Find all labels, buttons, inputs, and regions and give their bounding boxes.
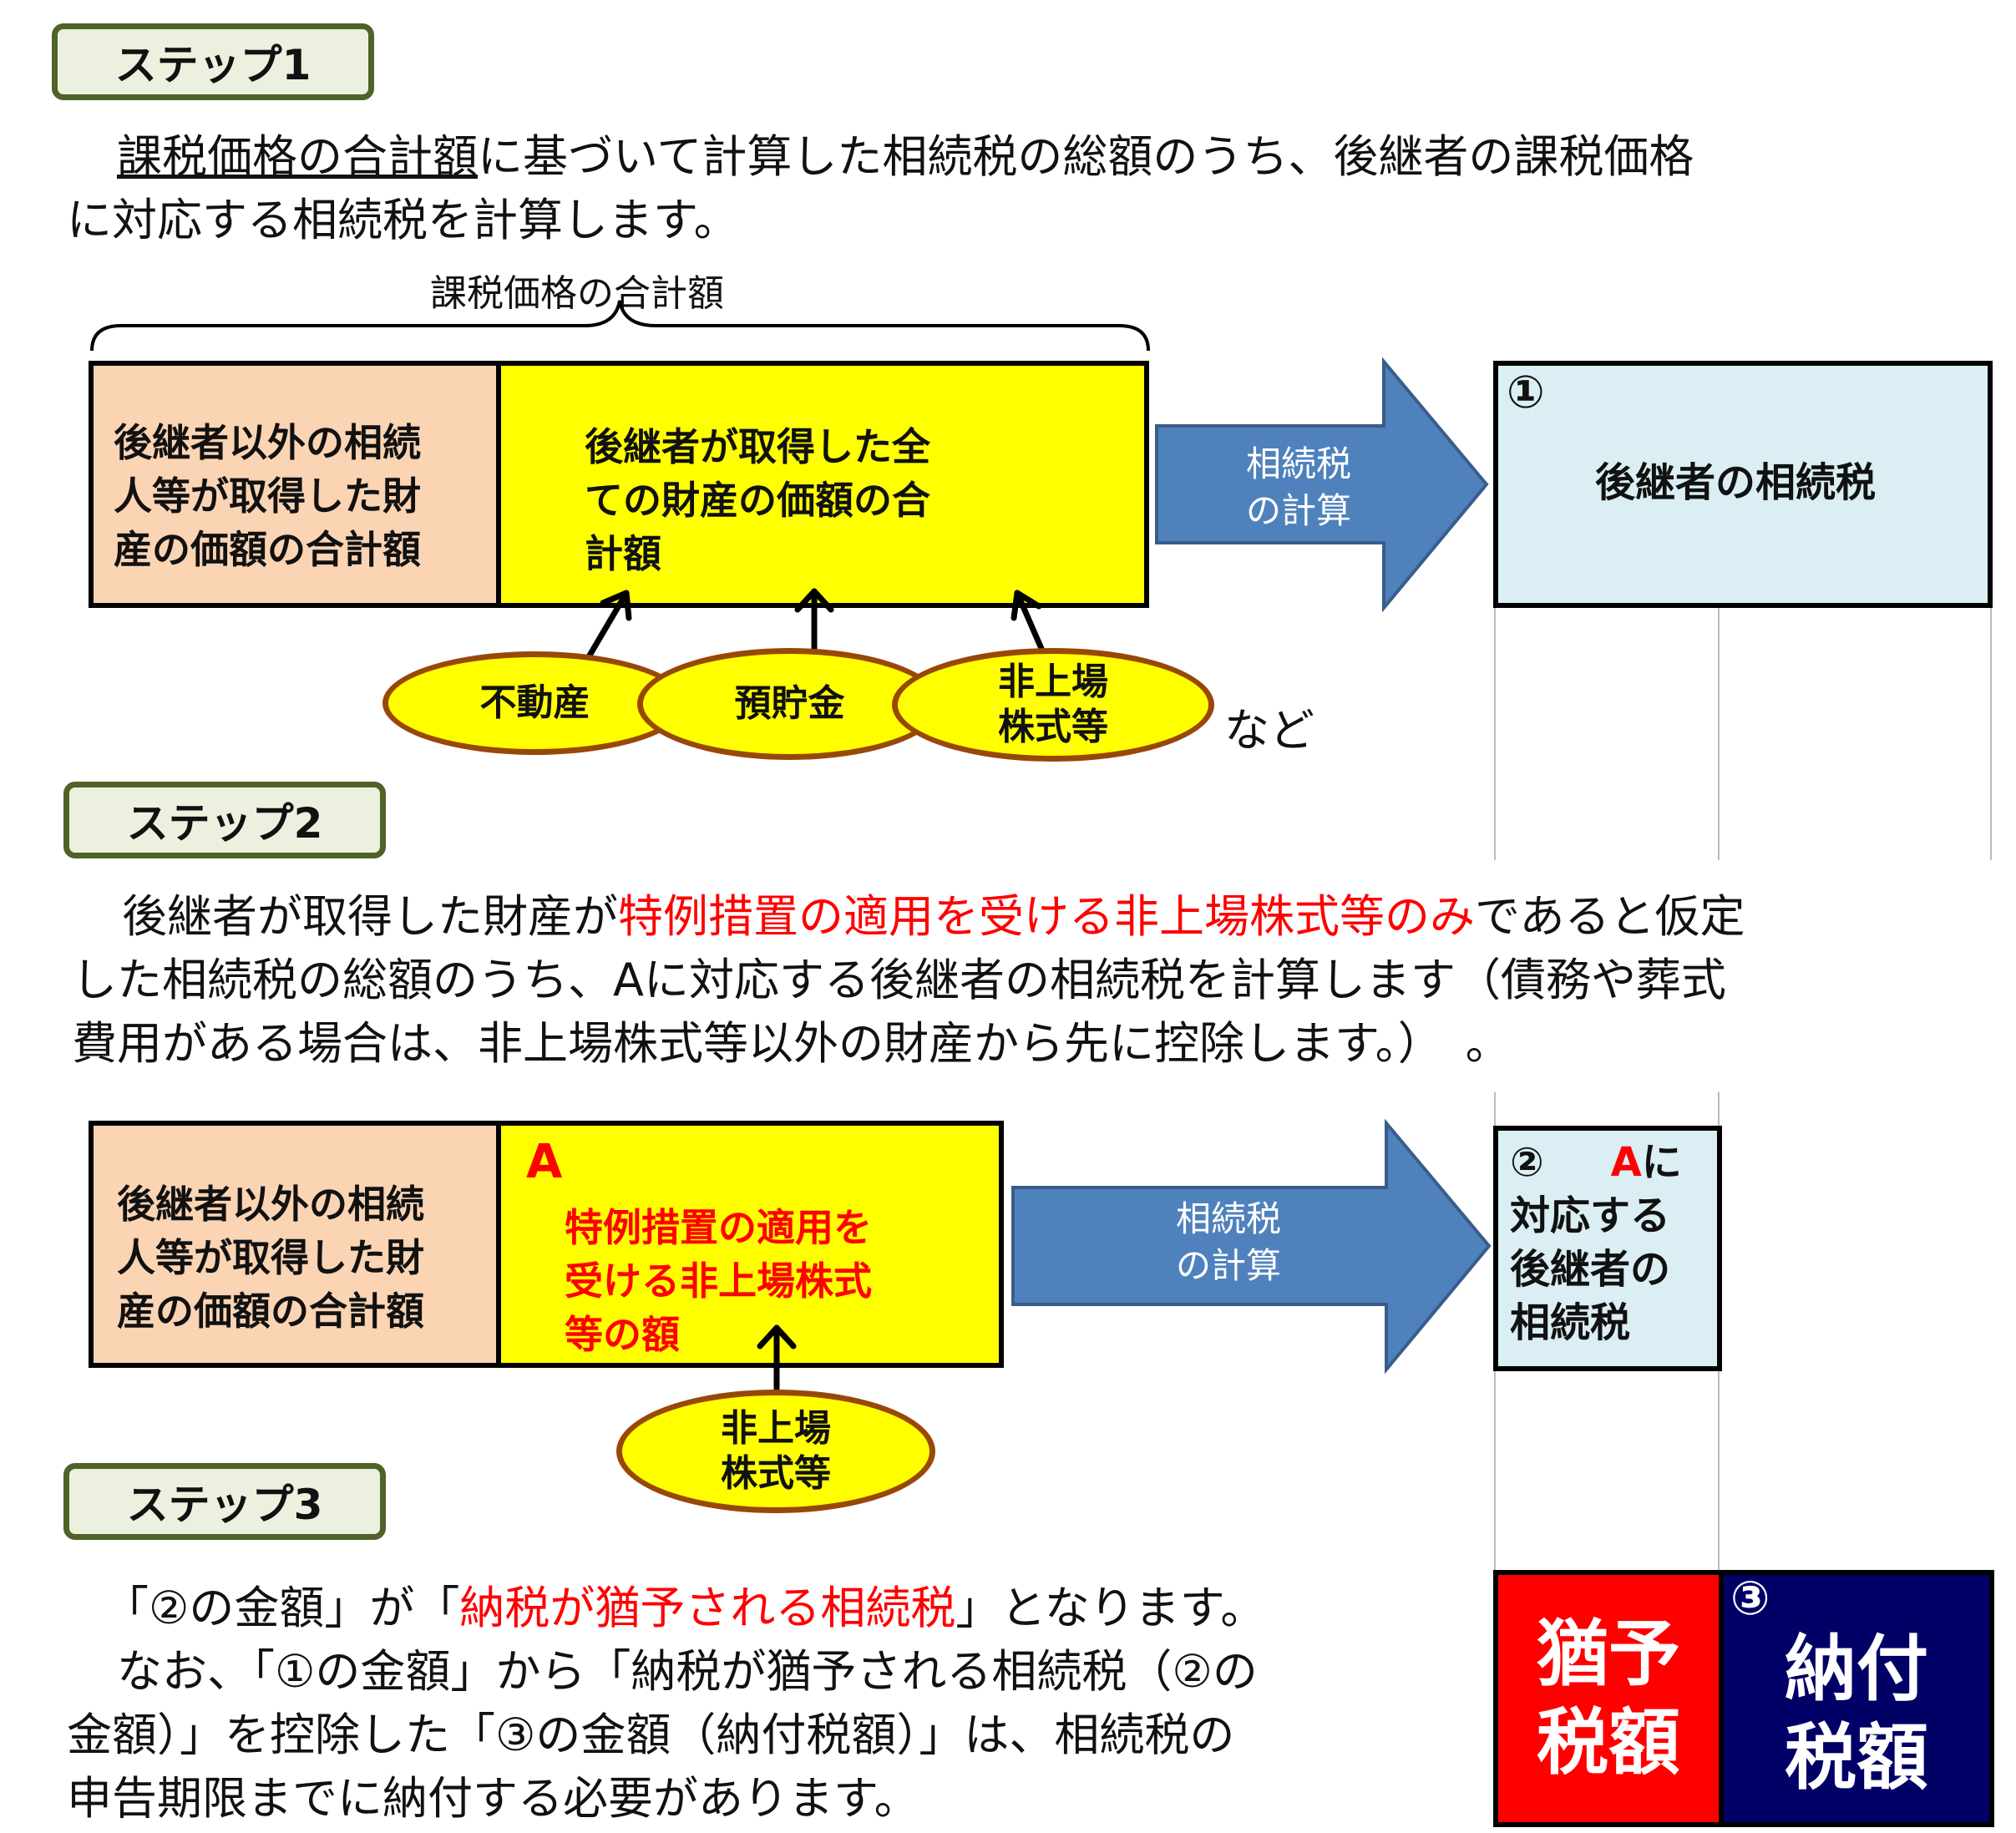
guide-line-mid-upper [1718, 608, 1720, 860]
deferred-tax-box: 猶予税額 [1493, 1570, 1724, 1827]
result-a-marker: A [1610, 1139, 1642, 1186]
etc-label: など [1224, 704, 1314, 757]
ellipse-unlisted-shares: 非上場株式等 [892, 648, 1214, 762]
guide-line-mid-lower [1718, 1370, 1720, 1570]
ellipse-deposits: 預貯金 [637, 648, 942, 760]
step2-label: ステップ2 [63, 782, 386, 858]
result-num-2: ② [1510, 1139, 1544, 1186]
step3-paragraph: 「②の金額」が「納税が猶予される相続税」となります。 なお、「①の金額」から「納… [67, 1582, 1266, 1825]
guide-line-left-mid [1494, 1092, 1496, 1126]
step1-paragraph: 課税価格の合計額に基づいて計算した相続税の総額のうち、後継者の課税価格 に対応す… [67, 125, 1988, 252]
step1-others-box: 後継者以外の相続 人等が取得した財 産の価額の合計額 [89, 361, 501, 608]
a-marker: A [526, 1135, 563, 1189]
calc-arrow-1-label: 相続税の計算 [1245, 443, 1351, 531]
calc-arrow-2 [1011, 1119, 1492, 1374]
step3-label: ステップ3 [63, 1463, 386, 1540]
guide-line-right-upper [1990, 608, 1992, 860]
step2-highlight: 特例措置の適用を受ける非上場株式等のみ [618, 890, 1475, 943]
special-shares-text: 特例措置の適用を 受ける非上場株式 等の額 [565, 1205, 872, 1357]
guide-line-left-lower [1494, 1370, 1496, 1570]
step2-paragraph: 後継者が取得した財産が特例措置の適用を受ける非上場株式等のみであると仮定 した相… [72, 890, 1745, 1070]
step1-underlined-term: 課税価格の合計額 [117, 130, 478, 183]
step2-special-shares-box: A 特例措置の適用を 受ける非上場株式 等の額 [496, 1121, 1004, 1368]
step1-para-line2: に対応する相続税を計算します。 [67, 194, 739, 246]
brace-label: 課税価格の合計額 [430, 272, 724, 315]
result-num-1: ① [1507, 366, 1545, 418]
step2-others-box: 後継者以外の相続 人等が取得した財 産の価額の合計額 [89, 1121, 501, 1368]
step2-ellipse-unlisted-shares: 非上場株式等 [616, 1390, 935, 1513]
result-num-3: ③ [1730, 1572, 1770, 1626]
result-text-1: 後継者の相続税 [1595, 459, 1877, 506]
guide-line-mid-mid [1718, 1092, 1720, 1126]
calc-arrow-1 [1155, 357, 1489, 612]
step3-highlight: 納税が猶予される相続税 [459, 1582, 956, 1634]
step1-para-line1: に基づいて計算した相続税の総額のうち、後継者の課税価格 [478, 130, 1694, 183]
step1-successor-box: 後継者が取得した全 ての財産の価額の合 計額 [496, 361, 1149, 608]
calc-arrow-2-label: 相続税の計算 [1175, 1198, 1281, 1286]
step1-label: ステップ1 [52, 23, 374, 100]
curly-brace [90, 300, 1150, 352]
guide-line-left-upper [1494, 608, 1496, 860]
payment-tax-box: ③ 納付税額 [1719, 1570, 1994, 1827]
step1-result-box: ① 後継者の相続税 [1493, 361, 1993, 608]
